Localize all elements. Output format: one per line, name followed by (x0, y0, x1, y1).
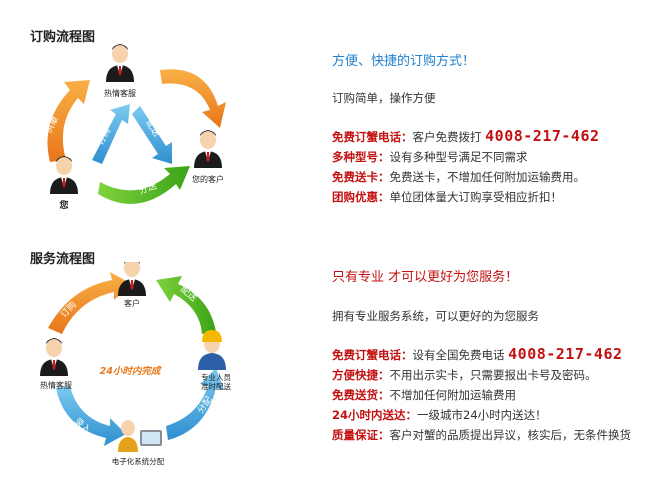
order-section-title: 订购流程图 (30, 30, 96, 45)
computer-operator-icon (118, 420, 162, 452)
service-row-quality: 质量保证：客户对蟹的品质提出异议，核实后，无条件换货 (332, 428, 631, 442)
order-row-card: 免费送卡：免费送卡，不增加任何附加运输费用。 (332, 170, 585, 184)
person-top-label: 热情客服 (104, 88, 136, 98)
arrow-deliver (156, 276, 216, 334)
service-headline: 只有专业 才可以更好为您服务！ (332, 270, 519, 285)
delivery-worker-icon (198, 330, 226, 370)
order-phone-number: 4008-217-462 (485, 127, 600, 145)
service-flow-diagram: 订购 配送 录入 分配 24小时内完成 客户 热情客服 专业人员 准时配送 电子… (40, 262, 231, 466)
person-bottom-label: 电子化系统分配 (112, 456, 165, 466)
order-flow-diagram: 供单 订购 配送 分送 热情客服 您的客户 您 (42, 44, 226, 211)
person-icon (106, 44, 134, 82)
order-row-models: 多种型号：设有多种型号满足不同需求 (332, 150, 528, 164)
arrow-distribute (98, 166, 190, 204)
order-row-phone: 免费订蟹电话：客户免费拨打 4008-217-462 (332, 127, 600, 145)
arrow-order (48, 272, 132, 334)
person-icon (194, 130, 222, 168)
order-subtitle: 订购简单，操作方便 (332, 91, 436, 105)
service-section-title: 服务流程图 (30, 252, 96, 267)
person-left-label: 热情客服 (40, 380, 72, 390)
person-right-label: 您的客户 (192, 174, 224, 184)
center-label: 24小时内完成 (100, 365, 162, 377)
service-row-phone: 免费订蟹电话：设有全国免费电话 4008-217-462 (332, 345, 623, 363)
service-info-list: 免费订蟹电话：设有全国免费电话 4008-217-462 方便快捷：不用出示实卡… (332, 344, 662, 445)
person-right-label-2: 准时配送 (201, 381, 231, 391)
order-info-list: 免费订蟹电话：客户免费拨打 4008-217-462 多种型号：设有多种型号满足… (332, 126, 662, 207)
order-headline: 方便、快捷的订购方式！ (332, 54, 476, 69)
arrow-input (56, 386, 126, 446)
service-subtitle: 拥有专业服务系统，可以更好的为您服务 (332, 309, 539, 323)
arrow-order (92, 104, 130, 164)
person-left-label: 您 (59, 199, 68, 211)
service-row-convenient: 方便快捷：不用出示实卡，只需要报出卡号及密码。 (332, 368, 597, 382)
order-row-group: 团购优惠：单位团体量大订购享受相应折扣！ (332, 190, 562, 204)
arrow-top-right (160, 69, 226, 128)
service-row-24h: 24小时内送达：一级城市24小时内送达！ (332, 408, 547, 422)
service-row-free-delivery: 免费送货：不增加任何附加运输费用 (332, 388, 516, 402)
person-icon (40, 338, 68, 376)
arrow-supply (47, 80, 90, 162)
arrow-allocate (166, 368, 224, 440)
arrow-deliver (132, 106, 172, 164)
person-right-label-1: 专业人员 (201, 372, 231, 382)
service-phone-number: 4008-217-462 (508, 345, 623, 363)
person-top-label: 客户 (124, 298, 140, 308)
person-icon (50, 156, 78, 194)
